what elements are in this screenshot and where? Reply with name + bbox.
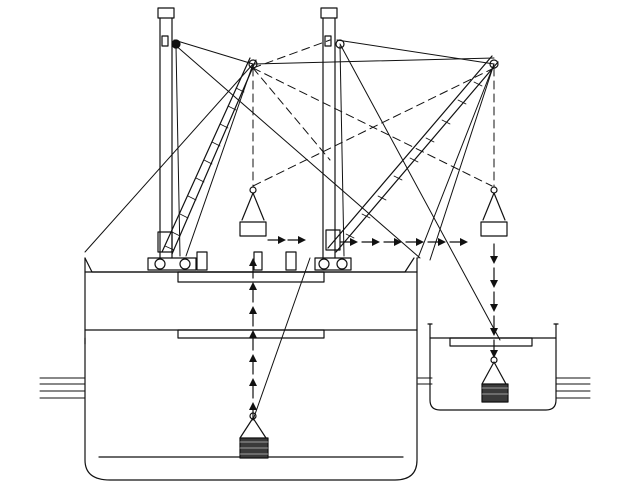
- cargo-falls: [252, 39, 495, 187]
- deck-winches: [147, 251, 352, 271]
- cargo-bucket-barge: [481, 356, 509, 403]
- transfer-arrows: [267, 236, 468, 246]
- sling-load-right: [480, 186, 508, 237]
- cargo-bucket-hold: [239, 412, 269, 459]
- sling-load-left: [239, 186, 267, 237]
- barge-hull: [427, 323, 559, 411]
- rigging-lines: [84, 39, 501, 421]
- left-derrick-boom: [157, 57, 258, 255]
- right-derrick-boom: [325, 55, 499, 253]
- right-mast: [320, 7, 345, 259]
- left-mast: [157, 7, 181, 259]
